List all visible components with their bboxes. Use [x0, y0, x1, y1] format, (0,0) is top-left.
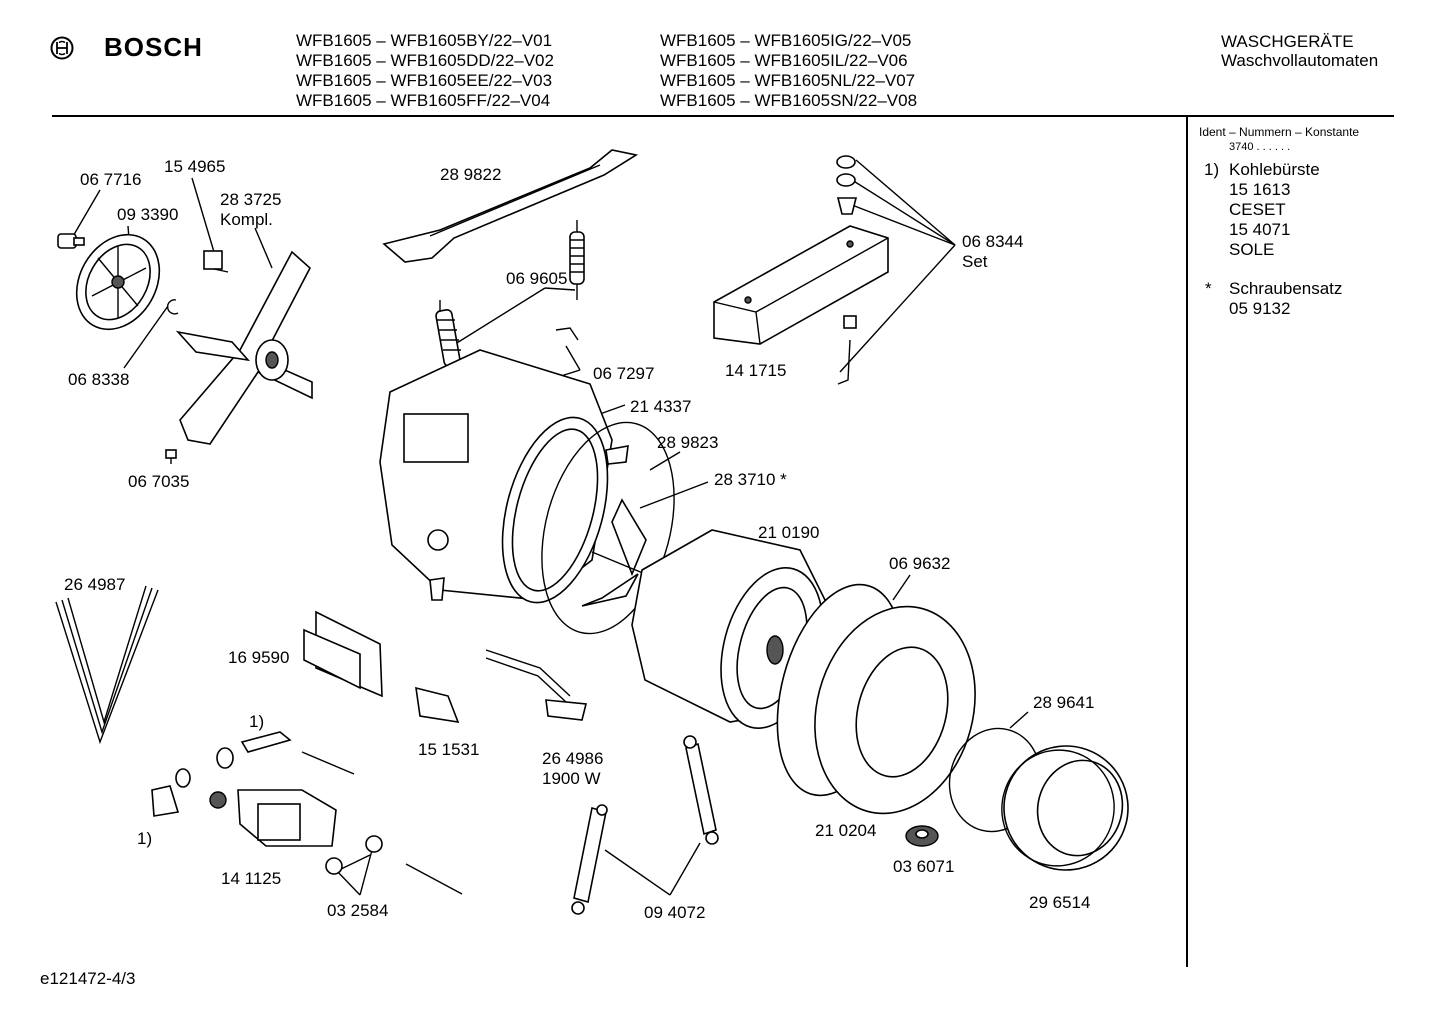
model-line: WFB1605 – WFB1605FF/22–V04: [296, 91, 551, 110]
label-069632: 06 9632: [889, 554, 951, 573]
label-283710: 28 3710 *: [714, 470, 787, 489]
label-067035: 06 7035: [128, 472, 190, 491]
document-code: e121472-4/3: [40, 969, 136, 988]
label-214337: 21 4337: [630, 397, 692, 416]
label-210204: 21 0204: [815, 821, 877, 840]
header-divider: [52, 115, 1394, 117]
label-289822: 28 9822: [440, 165, 502, 184]
label-296514: 29 6514: [1029, 893, 1091, 912]
label-1900w: 1900 W: [542, 769, 601, 788]
label-note1b: 1): [137, 829, 153, 848]
note1-line: CESET: [1229, 200, 1286, 219]
note1-line: 15 4071: [1229, 220, 1291, 239]
model-line: WFB1605 – WFB1605NL/22–V07: [660, 71, 916, 90]
note1-line: Kohlebürste: [1229, 160, 1320, 179]
label-289823: 28 9823: [657, 433, 719, 452]
ident-value: 3740 . . . . . .: [1229, 141, 1291, 153]
note1-block: Kohlebürste 15 1613 CESET 15 4071 SOLE: [1229, 160, 1320, 260]
label-069605: 06 9605: [506, 269, 568, 288]
label-kompl: Kompl.: [220, 210, 273, 229]
shock-absorber-part: [683, 735, 719, 845]
category-subtitle: Waschvollautomaten: [1221, 51, 1379, 70]
label-264987: 26 4987: [64, 575, 126, 594]
exploded-parts-diagram: [55, 149, 1129, 915]
retaining-ring-part: [166, 299, 179, 315]
screw-part: [57, 233, 85, 249]
shock-mount-part: [581, 498, 651, 607]
foot-part: [905, 825, 939, 847]
note2-marker: *: [1205, 279, 1212, 298]
label-067716: 06 7716: [80, 170, 142, 189]
shock-absorber-part: [571, 804, 608, 915]
nut-set-part: [836, 155, 858, 215]
note2-block: Schraubensatz 05 9132: [1229, 279, 1342, 319]
ident-title: Ident – Nummern – Konstante: [1199, 125, 1360, 139]
bosch-logo-icon: [50, 36, 74, 60]
mounting-bracket-part: [382, 149, 639, 263]
note1-marker: 1): [1204, 160, 1220, 179]
label-067297: 06 7297: [593, 364, 655, 383]
label-169590: 16 9590: [228, 648, 290, 667]
model-list-left: WFB1605 – WFB1605BY/22–V01 WFB1605 – WFB…: [296, 31, 554, 111]
control-module-part: [303, 610, 383, 698]
model-line: WFB1605 – WFB1605BY/22–V01: [296, 31, 553, 50]
label-note1a: 1): [249, 712, 265, 731]
model-line: WFB1605 – WFB1605IL/22–V06: [660, 51, 908, 70]
spring-part: [569, 220, 585, 300]
note2-line: Schraubensatz: [1229, 279, 1343, 298]
clip-part: [203, 250, 229, 273]
label-141125: 14 1125: [221, 869, 282, 888]
label-094072: 09 4072: [644, 903, 706, 922]
brand-name: BOSCH: [104, 32, 203, 62]
label-068338: 06 8338: [68, 370, 130, 389]
tub-clamp-ring-part: [541, 421, 675, 635]
model-line: WFB1605 – WFB1605EE/22–V03: [296, 71, 553, 90]
long-bolt-part: [405, 863, 463, 895]
cable-part: [301, 751, 355, 775]
label-264986: 26 4986: [542, 749, 604, 768]
connector-part: [415, 686, 460, 724]
label-set: Set: [962, 252, 988, 271]
nut-part: [325, 857, 343, 875]
label-151531: 15 1531: [418, 740, 480, 759]
sidebar-divider: [1186, 117, 1188, 967]
bolt-part: [837, 315, 857, 385]
note1-line: 15 1613: [1229, 180, 1291, 199]
label-068344: 06 8344: [962, 232, 1024, 251]
model-line: WFB1605 – WFB1605IG/22–V05: [660, 31, 912, 50]
carbon-brush-part: [151, 731, 292, 817]
bearing-part: [175, 768, 191, 788]
label-154965: 15 4965: [164, 157, 226, 176]
label-032584: 03 2584: [327, 901, 389, 920]
bearing-part: [216, 747, 234, 769]
category-title: WASCHGERÄTE: [1221, 32, 1354, 51]
label-283725: 28 3725: [220, 190, 282, 209]
label-210190: 21 0190: [758, 523, 820, 542]
note2-line: 05 9132: [1229, 299, 1291, 318]
model-line: WFB1605 – WFB1605DD/22–V02: [296, 51, 554, 70]
heater-part: [485, 649, 588, 721]
motor-part: [209, 789, 337, 847]
model-line: WFB1605 – WFB1605SN/22–V08: [660, 91, 918, 110]
drum-spider-part: [175, 250, 313, 445]
label-141715: 14 1715: [725, 361, 787, 380]
label-036071: 03 6071: [893, 857, 955, 876]
drive-belt-part: [55, 585, 159, 745]
label-289641: 28 9641: [1033, 693, 1095, 712]
tub-front-part: [814, 605, 976, 815]
hook-part: [555, 327, 579, 341]
label-093390: 09 3390: [117, 205, 179, 224]
screw-small-part: [165, 449, 177, 464]
tub-rear-part: [379, 349, 613, 604]
counterweight-part: [713, 225, 889, 345]
note1-line: SOLE: [1229, 240, 1275, 259]
pulley-part: [75, 233, 161, 331]
model-list-right: WFB1605 – WFB1605IG/22–V05 WFB1605 – WFB…: [660, 31, 917, 111]
door-seal-part: [1001, 745, 1129, 871]
nut-part: [365, 835, 383, 853]
